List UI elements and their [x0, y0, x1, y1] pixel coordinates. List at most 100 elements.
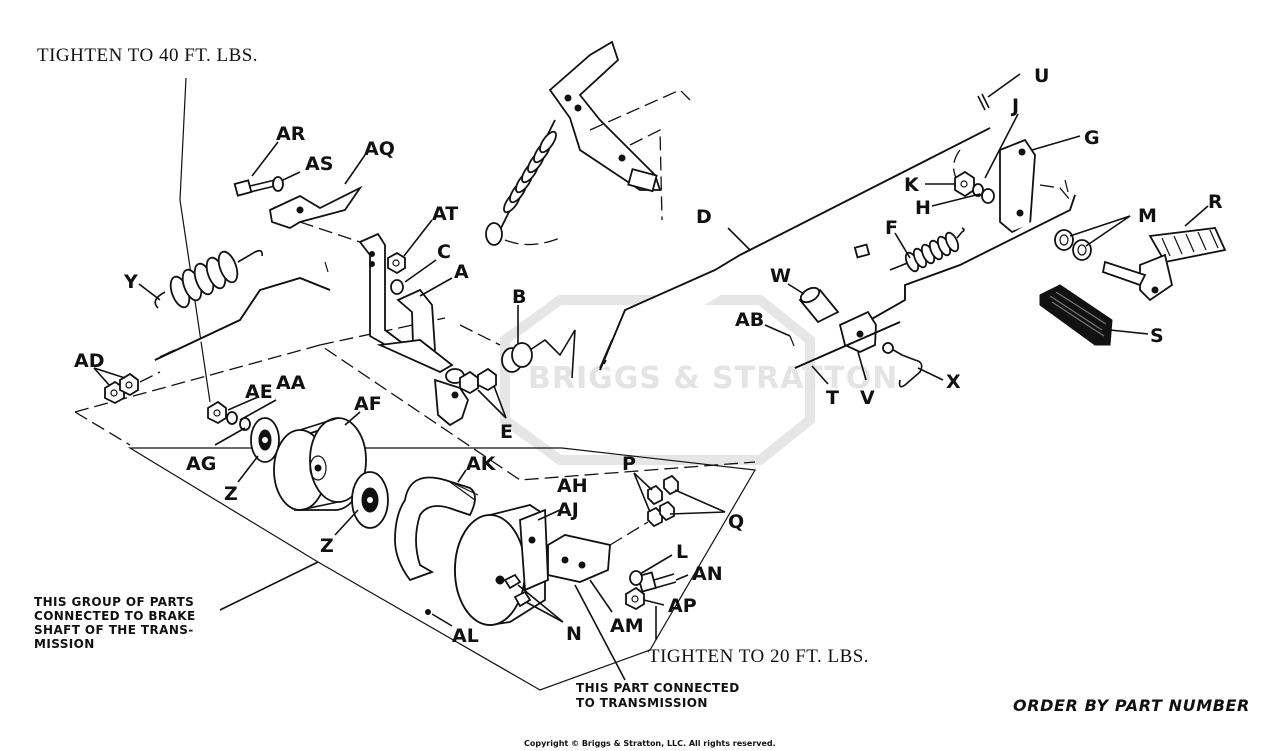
- pin-ab: [789, 335, 795, 347]
- spring-f: [889, 227, 965, 273]
- label-b: B: [512, 286, 526, 308]
- parts-p-q: [609, 474, 679, 546]
- group-note-line-2: CONNECTED TO BRAKE: [34, 609, 196, 623]
- pin-al: [425, 609, 431, 615]
- hub-z2: [351, 471, 389, 529]
- part-labels: U G J K H M R D F W AB S X T V AR AS AQ …: [74, 65, 1223, 647]
- nut-ae: [207, 400, 227, 425]
- label-j: J: [1010, 95, 1019, 117]
- label-al: AL: [452, 625, 479, 647]
- bolt-an: [637, 571, 677, 593]
- label-ag: AG: [186, 453, 216, 475]
- cotter-u: [977, 93, 990, 111]
- clip-x: [882, 342, 923, 388]
- watermark-text: BRIGGS & STRATTON: [528, 361, 898, 396]
- lever-a: [358, 232, 469, 427]
- label-ap: AP: [668, 595, 697, 617]
- torque-note-bottom: TIGHTEN TO 20 FT. LBS.: [648, 646, 869, 667]
- torque-leader-top: [179, 77, 211, 403]
- label-f: F: [885, 217, 898, 239]
- label-a: A: [454, 261, 469, 283]
- spring-y: [154, 249, 263, 309]
- bolt-ar: [233, 179, 276, 197]
- watermark: BRIGGS & STRATTON: [500, 295, 898, 465]
- leader-lines: [93, 73, 1209, 681]
- label-q: Q: [728, 511, 744, 533]
- small-bolt: [853, 243, 871, 259]
- label-ab: AB: [735, 309, 764, 331]
- label-ah: AH: [557, 475, 588, 497]
- label-g: G: [1084, 127, 1100, 149]
- label-s: S: [1150, 325, 1164, 347]
- rod-d: [599, 127, 991, 371]
- washer-h: [972, 183, 995, 204]
- bolts-n: [503, 573, 532, 608]
- washer-as: [272, 176, 284, 192]
- group-note-line-1: THIS GROUP OF PARTS: [34, 595, 194, 609]
- nut-k: [954, 170, 975, 198]
- label-ar: AR: [276, 123, 306, 145]
- group-note-line-3: SHAFT OF THE TRANS-: [34, 623, 194, 637]
- bracket-aj: [519, 508, 549, 592]
- spring-top: [485, 89, 691, 246]
- pad-s: [1039, 284, 1113, 346]
- torque-note-top: TIGHTEN TO 40 FT. LBS.: [37, 45, 258, 66]
- group-note-line-4: MISSION: [34, 637, 95, 651]
- trans-note-line-2: TO TRANSMISSION: [576, 696, 708, 710]
- brake-band-ak: [394, 476, 479, 582]
- order-note: ORDER BY PART NUMBER: [1013, 696, 1250, 715]
- label-d: D: [696, 206, 712, 228]
- label-u: U: [1034, 65, 1049, 87]
- label-v: V: [860, 387, 875, 409]
- label-ae: AE: [245, 381, 273, 403]
- hub-z1: [250, 417, 280, 463]
- label-af: AF: [354, 393, 382, 415]
- bushing-b: [459, 324, 576, 379]
- label-aj: AJ: [557, 499, 579, 521]
- label-am: AM: [610, 615, 644, 637]
- bracket-am: [547, 534, 611, 583]
- nut-at: [387, 251, 406, 275]
- label-z2: Z: [320, 535, 334, 557]
- label-w: W: [770, 265, 791, 287]
- label-y: Y: [123, 271, 138, 293]
- pedal-arm-top: [548, 40, 662, 193]
- nut-ad: [104, 371, 161, 405]
- nut-ap: [625, 586, 645, 611]
- label-n: N: [566, 623, 582, 645]
- label-aq: AQ: [364, 138, 395, 160]
- rod-lower-right: [869, 179, 1076, 321]
- copyright: Copyright © Briggs & Stratton, LLC. All …: [524, 739, 776, 748]
- label-an: AN: [692, 563, 723, 585]
- label-r: R: [1208, 191, 1223, 213]
- label-at: AT: [432, 203, 458, 225]
- trans-note-line-1: THIS PART CONNECTED: [576, 681, 740, 695]
- label-l: L: [676, 541, 688, 563]
- label-p: P: [622, 453, 636, 475]
- label-x: X: [946, 371, 961, 393]
- label-t: T: [826, 387, 839, 409]
- washer-c: [390, 279, 404, 295]
- group-note: THIS GROUP OF PARTS CONNECTED TO BRAKE S…: [34, 595, 196, 651]
- washer-l: [629, 570, 643, 586]
- label-m: M: [1138, 205, 1157, 227]
- spacer-w: [798, 286, 840, 324]
- label-e: E: [500, 421, 513, 443]
- washer-aa: [226, 411, 238, 425]
- bracket-aq: [268, 185, 363, 243]
- label-aa: AA: [276, 372, 306, 394]
- label-ak: AK: [466, 453, 497, 475]
- bracket-v: [838, 310, 877, 353]
- label-k: K: [904, 174, 920, 196]
- washers-m: [1054, 229, 1092, 261]
- pedal-r: [1101, 227, 1227, 302]
- label-h: H: [915, 197, 931, 219]
- label-z1: Z: [224, 483, 238, 505]
- transmission-note: THIS PART CONNECTED TO TRANSMISSION: [576, 681, 740, 710]
- nuts-e: [459, 367, 497, 395]
- label-c: C: [437, 241, 451, 263]
- label-ad: AD: [74, 350, 104, 372]
- rod-left: [154, 261, 331, 361]
- rod-t: [794, 321, 901, 369]
